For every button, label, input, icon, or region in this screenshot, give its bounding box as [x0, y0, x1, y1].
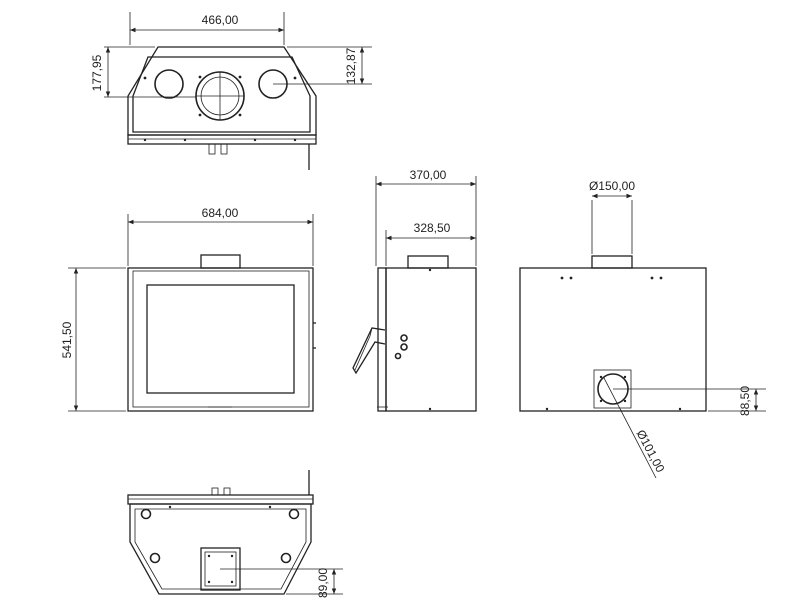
bottom-view: 89,00 [127, 470, 343, 598]
front-view: 684,00 541,50 [60, 206, 316, 412]
dim-bottom-inlet-offset: 89,00 [316, 568, 330, 598]
rear-view: Ø150,00 Ø101,00 88,50 [519, 179, 766, 479]
dim-front-height: 541,50 [60, 321, 74, 358]
dim-side-depth-inner: 328,50 [414, 221, 451, 235]
dim-air-inlet-height: 88,50 [738, 386, 752, 416]
dim-top-collar-offset: 132,87 [344, 47, 358, 84]
dim-side-depth: 370,00 [410, 168, 447, 182]
dim-flue-diameter: Ø150,00 [589, 179, 635, 193]
dim-front-width: 684,00 [202, 206, 239, 220]
top-view: 466,00 177,95 132,87 [90, 12, 372, 170]
dim-top-width: 466,00 [202, 13, 239, 27]
dim-top-depth: 177,95 [90, 54, 104, 91]
left-duct-collar [154, 69, 184, 99]
side-view: 370,00 328,50 [352, 168, 477, 412]
